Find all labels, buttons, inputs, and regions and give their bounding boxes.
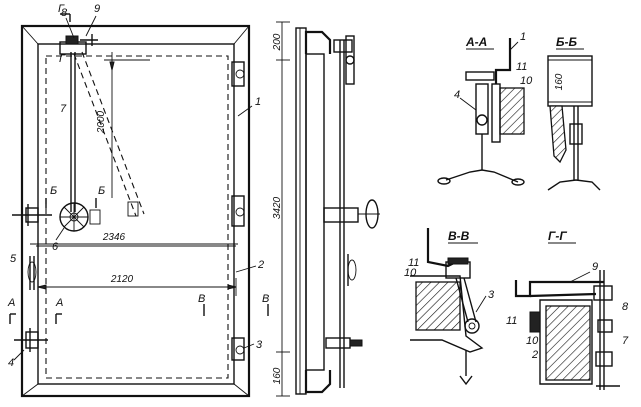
callout-4: 4 bbox=[8, 357, 14, 369]
vv-leaf-edge bbox=[410, 275, 484, 353]
side-handwheel bbox=[323, 199, 380, 236]
opening-dashed-outline bbox=[45, 55, 229, 379]
svg-text:А: А bbox=[7, 297, 15, 309]
svg-text:А: А bbox=[55, 297, 63, 309]
bolt-5 bbox=[27, 256, 37, 290]
section-mark-g: Г Г bbox=[58, 3, 71, 65]
gg-seal bbox=[545, 305, 591, 381]
aa-seal bbox=[499, 87, 525, 135]
svg-text:В: В bbox=[198, 293, 205, 305]
callout-3: 3 bbox=[256, 339, 263, 351]
section-gg-title: Г-Г bbox=[548, 229, 567, 243]
dim-160-side: 160 bbox=[272, 367, 283, 384]
section-bb-title: Б-Б bbox=[556, 35, 577, 49]
side-bottom-handle bbox=[325, 337, 363, 349]
svg-text:Б: Б bbox=[98, 185, 105, 197]
aa-handle bbox=[445, 169, 519, 183]
dim-200: 200 bbox=[272, 33, 283, 51]
dim-2346: 2346 bbox=[102, 232, 126, 243]
gg-callout-10: 10 bbox=[526, 335, 539, 347]
gg-callout-8: 8 bbox=[622, 301, 629, 313]
svg-text:Г: Г bbox=[58, 3, 65, 15]
section-mark-a: А А bbox=[7, 297, 63, 324]
gg-callout-11: 11 bbox=[506, 315, 517, 327]
hinge-bottom bbox=[231, 337, 245, 361]
callout-6: 6 bbox=[52, 241, 59, 253]
handwheel bbox=[59, 202, 101, 232]
svg-text:Б: Б bbox=[50, 185, 57, 197]
aa-callout-1: 1 bbox=[520, 31, 526, 43]
top-bracket bbox=[304, 30, 332, 54]
gg-callout-9: 9 bbox=[592, 261, 598, 273]
vv-seal bbox=[415, 281, 461, 331]
callout-9: 9 bbox=[94, 3, 100, 15]
side-view: 200 3420 160 bbox=[272, 21, 380, 397]
vv-callout-3: 3 bbox=[488, 289, 495, 301]
callout-2: 2 bbox=[257, 259, 264, 271]
front-view: 2000 2346 2120 Г Г Б Б bbox=[7, 3, 269, 398]
section-gg: Г-Г 9 8 7 11 10 2 bbox=[506, 229, 629, 390]
gg-callout-2: 2 bbox=[531, 349, 538, 361]
aa-angle bbox=[494, 38, 512, 84]
top-latch-assembly bbox=[59, 34, 98, 55]
aa-callout-11: 11 bbox=[516, 61, 527, 73]
handle-4 bbox=[14, 328, 48, 352]
callout-5: 5 bbox=[10, 253, 17, 265]
door-leaf-outline bbox=[37, 43, 235, 385]
bottom-bracket bbox=[304, 370, 332, 394]
side-door-leaf bbox=[305, 53, 325, 371]
callout-8: 8 bbox=[61, 7, 68, 19]
callout-1: 1 bbox=[255, 96, 261, 108]
dim-2000: 2000 bbox=[96, 110, 107, 134]
section-aa: А-А 1 11 10 4 bbox=[437, 31, 533, 186]
aa-callout-10: 10 bbox=[520, 75, 533, 87]
dim-160-section: 160 bbox=[554, 73, 565, 90]
section-mark-v: В В bbox=[198, 293, 269, 316]
bb-wedge bbox=[549, 105, 567, 164]
dim-3420: 3420 bbox=[272, 196, 283, 219]
section-bb: Б-Б 160 bbox=[547, 35, 601, 191]
dim-2120: 2120 bbox=[110, 274, 134, 285]
section-vv: В-В 11 10 3 bbox=[404, 228, 495, 386]
hinge-middle bbox=[231, 195, 245, 227]
gg-callout-7: 7 bbox=[622, 335, 629, 347]
left-latch-handle bbox=[12, 204, 52, 226]
hinge-top bbox=[231, 61, 245, 87]
section-mark-b: Б Б bbox=[45, 185, 105, 208]
callout-7: 7 bbox=[60, 103, 67, 115]
side-frame-post bbox=[295, 27, 307, 395]
svg-text:Г: Г bbox=[59, 53, 66, 65]
svg-text:В: В bbox=[262, 293, 269, 305]
section-aa-title: А-А bbox=[465, 35, 487, 49]
vv-callout-10: 10 bbox=[404, 267, 417, 279]
door-frame-outline bbox=[20, 24, 251, 398]
swing-position-dashed bbox=[73, 53, 137, 217]
bb-profile bbox=[547, 55, 593, 107]
vv-callout-11: 11 bbox=[408, 257, 419, 269]
bb-handle bbox=[547, 179, 601, 191]
aa-callout-4: 4 bbox=[454, 89, 460, 101]
section-vv-title: В-В bbox=[448, 229, 470, 243]
side-latch bbox=[347, 254, 357, 286]
